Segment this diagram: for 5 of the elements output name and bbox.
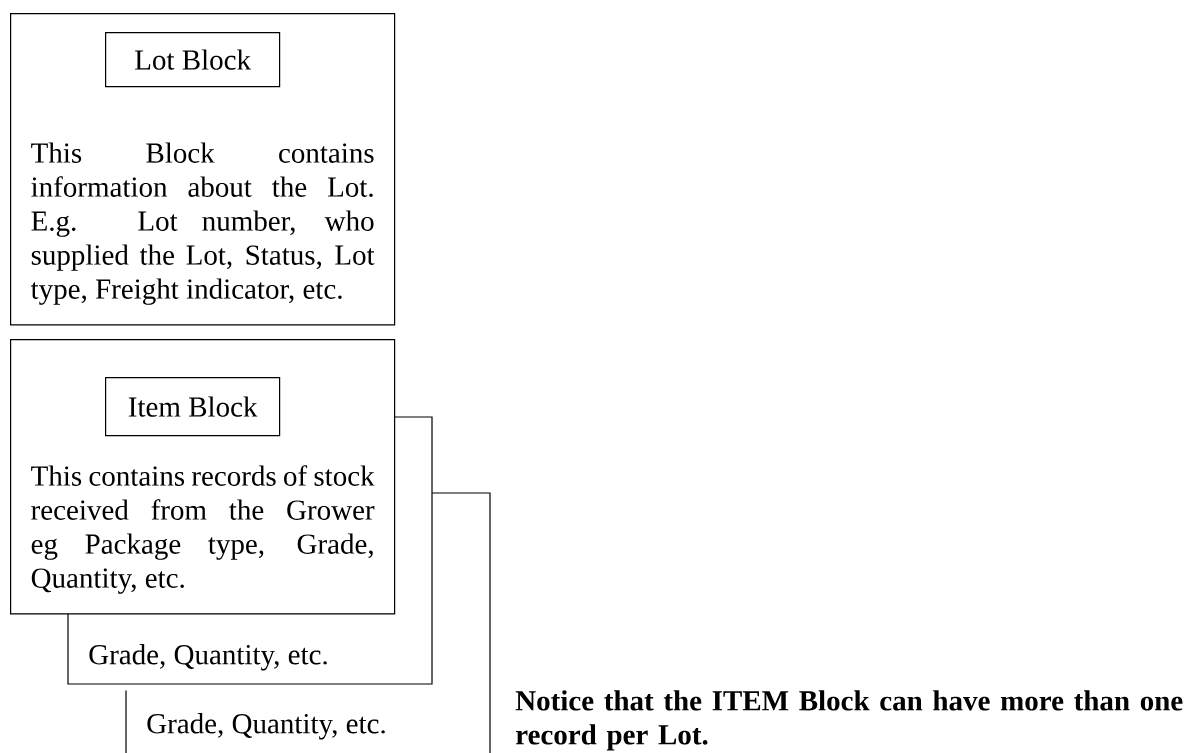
node-text: Grade, Quantity, etc. [147,713,385,740]
node-text: Grade, Quantity, etc. [89,644,327,671]
note-text: Notice that the ITEM Block can have more than one record per Lot. [515,690,1183,751]
title-box: Item Block [105,377,281,437]
title-box: Lot Block [105,32,281,88]
